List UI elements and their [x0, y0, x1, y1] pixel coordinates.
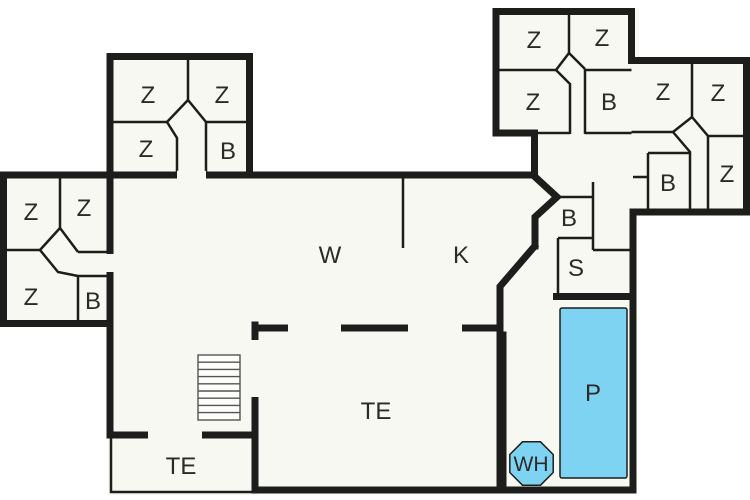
room-label-bath: B: [561, 205, 577, 232]
room-label-bedroom: Z: [711, 80, 726, 107]
room-labels: Z Z Z B Z Z Z B Z Z Z B Z Z B Z B S W K …: [24, 25, 735, 480]
area-topright-block: [492, 8, 639, 137]
room-label-bath: B: [220, 138, 236, 165]
room-label-living: W: [319, 242, 342, 269]
room-label-terrace: TE: [166, 453, 197, 480]
wall-int: [555, 69, 572, 134]
room-label-bath: B: [660, 170, 676, 197]
wall-int: [165, 121, 179, 174]
wall-kitchen-diagonal: [530, 172, 563, 250]
wall-int: [39, 227, 61, 251]
wall-int: [187, 99, 207, 123]
wall-int: [555, 52, 570, 71]
room-label-bedroom: Z: [595, 25, 610, 52]
wall-int: [691, 116, 709, 137]
wall-topleft-block: [106, 53, 253, 178]
room-label-sauna: S: [568, 255, 584, 282]
area-topleft-block: [107, 53, 253, 178]
room-label-bedroom: Z: [24, 284, 39, 311]
room-label-bedroom: Z: [139, 136, 154, 163]
wall-terrace-small-outline: [109, 435, 256, 494]
stairs-outline: [197, 354, 241, 421]
door-gap: [288, 323, 341, 333]
room-label-terrace: TE: [361, 398, 392, 425]
interior-walls: [3, 11, 747, 494]
area-main-living: [110, 172, 536, 338]
door-gap: [148, 430, 202, 440]
room-label-bath: B: [85, 288, 101, 315]
wall-int: [59, 227, 79, 253]
room-label-bath: B: [601, 89, 617, 116]
room-label-pool: P: [585, 380, 601, 407]
area-terrace-main: [252, 325, 506, 493]
wall-int: [166, 99, 189, 123]
door-gap: [177, 170, 206, 180]
wall-poolwing-west: [496, 241, 540, 494]
door-gap: [105, 254, 115, 272]
room-label-whirlpool: WH: [514, 453, 549, 476]
room-label-bedroom: Z: [215, 82, 230, 109]
room-label-bedroom: Z: [656, 79, 671, 106]
stairs-treads: [198, 361, 240, 414]
room-label-bedroom: Z: [527, 27, 542, 54]
room-label-kitchen: K: [453, 242, 469, 269]
room-label-bedroom: Z: [526, 89, 541, 116]
room-label-bedroom: Z: [77, 195, 92, 222]
wall-int: [568, 52, 586, 70]
room-label-bedroom: Z: [24, 199, 39, 226]
wall-left-block: [0, 178, 110, 327]
whirlpool-shape: [509, 441, 554, 486]
room-label-bedroom: Z: [141, 82, 156, 109]
door-openings: [105, 170, 462, 440]
pool-shape: [559, 307, 628, 479]
room-label-bedroom: Z: [720, 161, 735, 188]
wall-int: [672, 116, 693, 133]
wall-int: [39, 249, 79, 278]
door-gap: [250, 340, 260, 397]
stairs-icon: [197, 354, 241, 421]
door-gap: [408, 323, 462, 333]
